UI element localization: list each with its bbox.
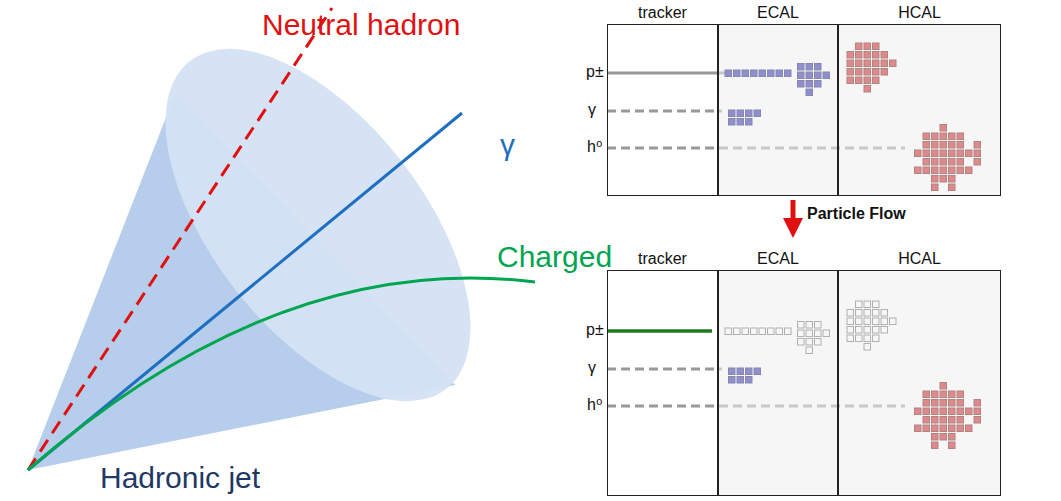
cone-mouth [107,0,529,454]
detector-box: HCAL [838,270,1001,496]
flow-arrow [791,200,796,228]
particle-label: Charged [497,240,612,273]
row-label: γ [588,359,596,377]
particle-label: Neutral hadron [262,8,460,41]
particle-label: γ [500,128,515,161]
detector-label: tracker [608,250,717,268]
detector-label: ECAL [719,250,837,268]
charged-track-top [607,72,726,75]
detector-box: tracker [607,270,718,496]
detector-box: ECAL [718,270,838,496]
detector-label: HCAL [839,250,1000,268]
detector-box: tracker [607,24,718,196]
row-label: h⁰ [587,138,602,156]
detector-label: HCAL [839,4,1000,22]
neutral-hadron-track [28,8,332,470]
row-label: p± [586,63,604,81]
charged-track [28,278,535,470]
detector-label: ECAL [719,4,837,22]
detector-box: ECAL [718,24,838,196]
row-label: p± [586,321,604,339]
jet-label: Hadronic jet [100,461,260,494]
photon-track-bottom [607,368,722,371]
detector-box: HCAL [838,24,1001,196]
row-label: γ [588,101,596,119]
row-label: h⁰ [587,396,602,414]
process-label: Particle Flow [807,205,906,223]
photon-track-top [607,110,722,113]
charged-track-bottom [607,329,712,333]
detector-label: tracker [608,4,717,22]
